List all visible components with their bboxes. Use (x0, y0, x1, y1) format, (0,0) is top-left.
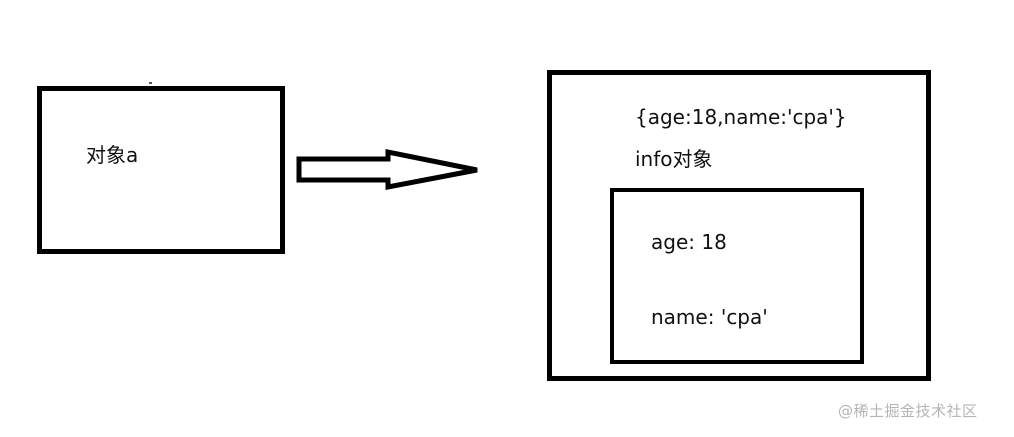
properties-box (610, 188, 864, 364)
stray-mark (149, 82, 152, 84)
watermark: @稀土掘金技术社区 (838, 402, 978, 420)
property-age: age: 18 (651, 230, 727, 254)
info-object-title: info对象 (635, 147, 713, 171)
block-arrow-right-icon (296, 148, 478, 191)
property-name: name: 'cpa' (651, 305, 768, 329)
object-a-label: 对象a (86, 143, 139, 167)
object-literal-label: {age:18,name:'cpa'} (635, 105, 847, 129)
object-a-box (37, 86, 285, 254)
